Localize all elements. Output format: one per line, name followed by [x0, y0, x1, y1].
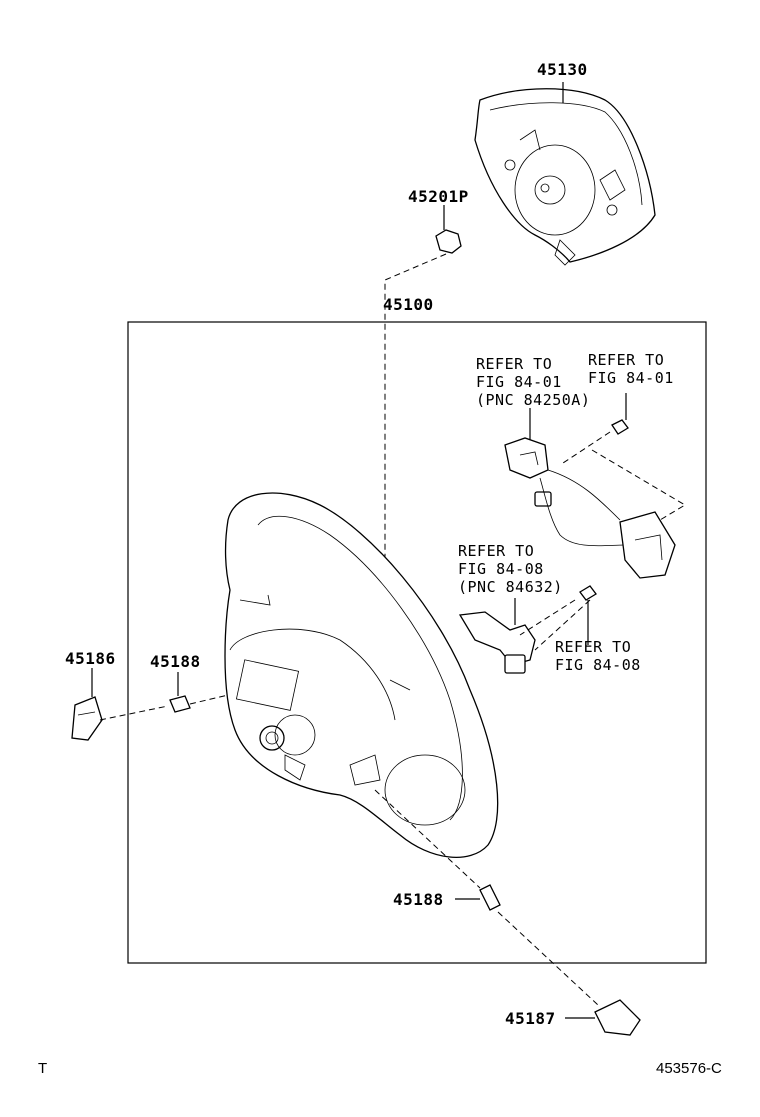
horn-pad-drawing	[474, 82, 656, 266]
ref4-line1: REFER TO	[555, 638, 632, 656]
label-45100: 45100	[383, 295, 434, 314]
ref1-line1: REFER TO	[476, 355, 553, 373]
ref3-line1: REFER TO	[458, 542, 535, 560]
reference-note-84632: REFER TO FIG 84-08 (PNC 84632)	[458, 542, 563, 596]
ref1-line3: (PNC 84250A)	[476, 391, 591, 409]
screw-lower-drawing	[455, 884, 501, 911]
switch-harness-drawing	[504, 393, 686, 579]
label-45201P: 45201P	[408, 187, 469, 206]
ref2-line1: REFER TO	[588, 351, 665, 369]
switch-84632-drawing	[458, 585, 597, 674]
ref3-line3: (PNC 84632)	[458, 578, 563, 596]
reference-note-84-08: REFER TO FIG 84-08	[555, 638, 641, 674]
assembly-box	[127, 321, 707, 964]
footer-left-mark: T	[38, 1060, 48, 1077]
ref4-line2: FIG 84-08	[555, 656, 641, 674]
ref3-line2: FIG 84-08	[458, 560, 544, 578]
reference-note-84-01: REFER TO FIG 84-01	[588, 351, 674, 387]
label-45188-upper: 45188	[150, 652, 201, 671]
label-45186: 45186	[65, 649, 116, 668]
label-45188-lower: 45188	[393, 890, 444, 909]
label-45130: 45130	[537, 60, 588, 79]
steering-wheel-drawing	[224, 492, 499, 858]
reference-note-84250A: REFER TO FIG 84-01 (PNC 84250A)	[476, 355, 590, 409]
ref1-line2: FIG 84-01	[476, 373, 562, 391]
nut-drawing	[435, 205, 462, 254]
cover-45186-drawing	[71, 668, 103, 741]
screw-upper-drawing	[169, 672, 191, 713]
figure-id: 453576-C	[656, 1060, 722, 1077]
ref2-line2: FIG 84-01	[588, 369, 674, 387]
label-45187: 45187	[505, 1009, 556, 1028]
cover-45187-drawing	[565, 999, 641, 1036]
